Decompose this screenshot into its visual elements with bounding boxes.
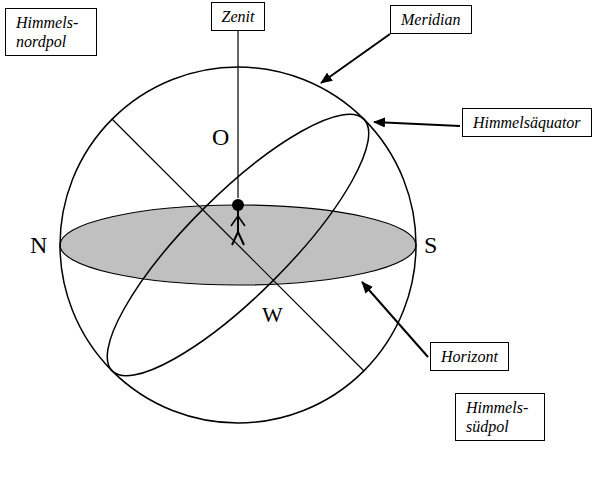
direction-letter: S: [424, 233, 437, 257]
box-label: Himmels- nordpol: [16, 13, 86, 51]
pole-label-box: Himmels- nordpol: [5, 8, 97, 56]
zenith-label-box: Zenit: [211, 2, 266, 31]
horizon-label-box: Horizont: [430, 342, 509, 371]
direction-letter: W: [262, 304, 283, 326]
observer-figure: [231, 199, 245, 245]
box-label: Himmelsäquator: [473, 113, 581, 132]
zenith-line: [237, 30, 238, 198]
meridian-label-box: Meridian: [390, 5, 472, 34]
box-label: Meridian: [401, 10, 461, 29]
box-label: Horizont: [441, 347, 498, 366]
equator-pointer: [374, 122, 460, 126]
horizon-pointer: [362, 282, 428, 357]
direction-letter: O: [212, 125, 229, 149]
direction-letter: N: [30, 233, 47, 257]
equator-label-box: Himmelsäquator: [462, 108, 592, 137]
pole-label-box: Himmels- südpol: [455, 393, 545, 441]
box-label: Himmels- südpol: [466, 398, 534, 436]
meridian-pointer: [321, 34, 390, 83]
box-label: Zenit: [222, 7, 255, 26]
